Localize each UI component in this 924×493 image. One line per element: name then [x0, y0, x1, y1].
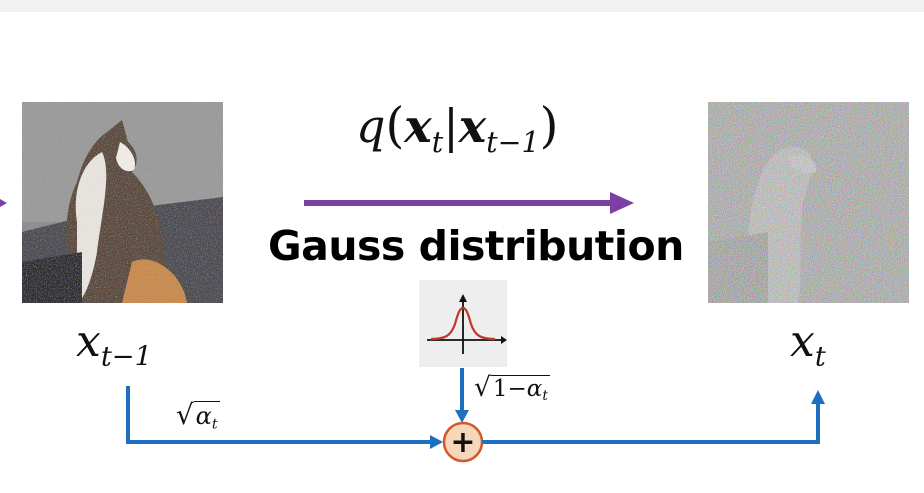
label-left-sub: t−1: [100, 341, 152, 373]
noisy-cat-image-right: [708, 102, 909, 303]
sqrt-one-minus-var: α: [526, 376, 543, 402]
sqrt-one: 1: [492, 376, 508, 402]
sqrt-alpha-sub: t: [211, 416, 218, 433]
transition-expression: q(xt|xt−1): [356, 98, 558, 159]
sqrt-alpha-t: √αt: [176, 398, 220, 432]
transition-arg-main-sub: t: [431, 125, 444, 159]
left-edge-arrow-stub: [0, 199, 7, 207]
forward-process-arrowhead: [610, 192, 634, 214]
open-paren: (: [385, 98, 405, 154]
radical-sign: √: [176, 398, 194, 431]
close-paren: ): [539, 98, 559, 154]
sqrt-alpha-radicand: αt: [193, 401, 220, 433]
sqrt-minus: −: [507, 376, 527, 402]
radical-sign-2: √: [474, 372, 491, 403]
sqrt-one-minus-sub: t: [542, 388, 548, 405]
gauss-distribution-title: Gauss distribution: [268, 222, 684, 270]
output-path: [482, 402, 820, 444]
bell-curve-icon: [419, 280, 507, 367]
conditional-bar: |: [443, 99, 459, 153]
label-x-t-minus-1: xt−1: [76, 316, 152, 373]
top-band: [0, 0, 924, 12]
transition-arg-cond: x: [458, 99, 487, 153]
label-right-var: x: [790, 316, 815, 367]
label-right-sub: t: [814, 341, 826, 373]
output-arrowhead: [811, 390, 825, 404]
noisy-cat-image-left: [22, 102, 223, 303]
transition-arg-main: x: [404, 99, 432, 153]
plus-symbol: +: [450, 425, 475, 460]
transition-func: q: [356, 99, 386, 153]
label-left-var: x: [76, 316, 101, 367]
noise-arrowhead: [455, 410, 469, 423]
sqrt-alpha-var: α: [195, 402, 212, 430]
signal-arrowhead-left: [430, 435, 443, 449]
sqrt-one-minus-radicand: 1−αt: [490, 375, 550, 405]
sqrt-one-minus-alpha-t: √1−αt: [474, 372, 550, 404]
signal-path-left: [126, 386, 434, 444]
transition-arg-cond-sub: t−1: [486, 125, 540, 159]
label-x-t: xt: [790, 316, 826, 373]
